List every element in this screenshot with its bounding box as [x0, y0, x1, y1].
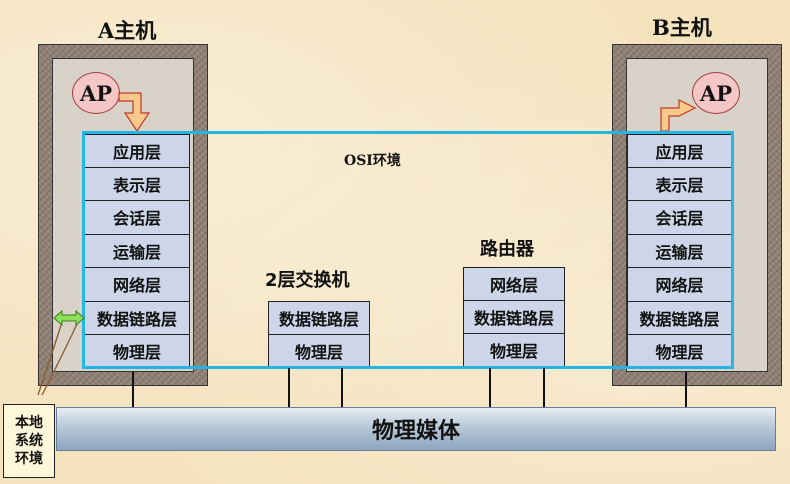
- router-layer-physical: 物理层: [463, 334, 565, 368]
- host-a-connector: [132, 372, 134, 408]
- host-b-connector: [685, 372, 687, 408]
- host-b-layer-session: 会话层: [627, 201, 732, 235]
- host-b-layer-application: 应用层: [627, 134, 732, 168]
- router-connector-right: [543, 368, 545, 408]
- host-a-layer-transport: 运输层: [84, 234, 190, 268]
- host-b-layer-network: 网络层: [627, 268, 732, 302]
- host-a-title: A主机: [98, 18, 157, 43]
- host-a-layer-network: 网络层: [84, 268, 190, 302]
- osi-environment-label: OSI环境: [344, 153, 401, 169]
- double-arrow-icon: [53, 309, 85, 327]
- host-a-layer-session: 会话层: [84, 201, 190, 235]
- osi-environment-outline: [82, 131, 734, 369]
- host-b-title: B主机: [652, 15, 712, 40]
- host-b-layer-presentation: 表示层: [627, 167, 732, 201]
- router-layer-stack: 网络层 数据链路层 物理层: [463, 267, 565, 368]
- switch-connector-right: [341, 368, 343, 408]
- switch-layer-datalink: 数据链路层: [268, 301, 370, 335]
- host-b-layer-transport: 运输层: [627, 234, 732, 268]
- host-a-layer-stack: 应用层 表示层 会话层 运输层 网络层 数据链路层 物理层: [84, 134, 190, 369]
- host-a-down-arrow-icon: [118, 92, 151, 133]
- router-title: 路由器: [480, 239, 534, 260]
- local-system-environment-box: 本地系统环境: [3, 404, 55, 478]
- host-b-layer-physical: 物理层: [627, 335, 732, 369]
- host-a-layer-presentation: 表示层: [84, 167, 190, 201]
- physical-medium-bus: 物理媒体: [56, 407, 776, 451]
- router-layer-network: 网络层: [463, 267, 565, 301]
- host-b-up-arrow-icon: [660, 99, 697, 132]
- switch-title: 2层交换机: [265, 270, 350, 291]
- host-a-layer-datalink: 数据链路层: [84, 301, 190, 335]
- host-b-ap: AP: [692, 72, 740, 114]
- host-a-layer-application: 应用层: [84, 134, 190, 168]
- host-a-layer-physical: 物理层: [84, 335, 190, 369]
- local-system-environment-label: 本地系统环境: [15, 415, 43, 467]
- router-connector-left: [489, 368, 491, 408]
- router-layer-datalink: 数据链路层: [463, 300, 565, 334]
- switch-connector-left: [288, 368, 290, 408]
